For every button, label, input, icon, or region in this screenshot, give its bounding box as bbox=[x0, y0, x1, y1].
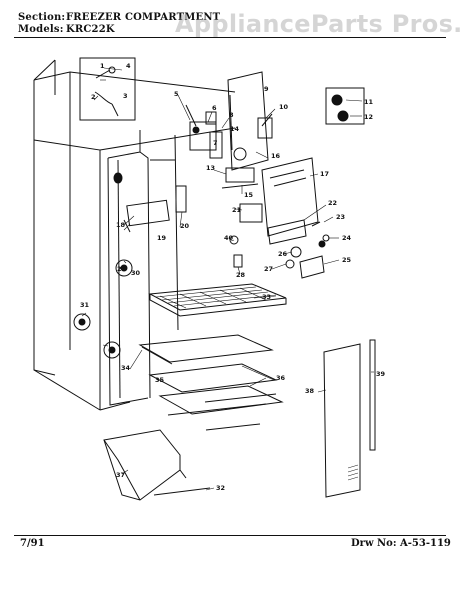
callout-1: 1 bbox=[100, 62, 105, 70]
callout-39: 39 bbox=[376, 370, 386, 378]
rear-panel bbox=[323, 339, 376, 498]
callout-25: 25 bbox=[342, 256, 352, 264]
watermark-logo: ApplianceParts Pros.com bbox=[175, 10, 463, 38]
callout-10: 10 bbox=[279, 103, 289, 111]
callout-23: 23 bbox=[336, 213, 345, 221]
cabinet-frame bbox=[33, 59, 236, 411]
evaporator-cover bbox=[261, 157, 319, 237]
callout-16: 16 bbox=[271, 152, 281, 160]
callout-38: 38 bbox=[305, 387, 315, 395]
footer-drawing-number: Drw No: A-53-119 bbox=[351, 538, 451, 549]
callout-13: 13 bbox=[206, 164, 215, 172]
callout-2: 2 bbox=[91, 93, 96, 101]
callout-34: 34 bbox=[121, 364, 131, 372]
fan-bracket bbox=[221, 71, 269, 189]
callout-26: 26 bbox=[278, 250, 288, 258]
callout-28: 28 bbox=[236, 271, 246, 279]
callout-9: 9 bbox=[264, 85, 269, 93]
callout-32: 32 bbox=[216, 484, 225, 492]
control-housing bbox=[185, 104, 223, 159]
models-key: Models: bbox=[18, 24, 64, 35]
callout-31: 31 bbox=[80, 301, 90, 309]
knob-inset bbox=[325, 87, 365, 125]
glass-shelves bbox=[138, 334, 284, 431]
bracket-assembly bbox=[239, 203, 330, 245]
footer-date: 7/91 bbox=[20, 538, 45, 549]
callout-35: 35 bbox=[155, 376, 165, 384]
section-line: Section:FREEZER COMPARTMENT bbox=[18, 12, 220, 23]
callout-18: 18 bbox=[116, 221, 126, 229]
fastener-parts bbox=[73, 259, 133, 359]
callout-20: 20 bbox=[180, 222, 190, 230]
callout-7: 7 bbox=[213, 139, 218, 147]
callout-19: 19 bbox=[157, 234, 167, 242]
callout-33: 33 bbox=[262, 293, 271, 301]
callout-14: 14 bbox=[230, 125, 240, 133]
freezer-bin bbox=[103, 429, 211, 501]
callout-17: 17 bbox=[320, 170, 329, 178]
callout-4: 4 bbox=[126, 62, 131, 70]
callout-15: 15 bbox=[244, 191, 254, 199]
callout-8: 8 bbox=[229, 111, 234, 119]
callout-24: 24 bbox=[342, 234, 352, 242]
models-line: Models:KRC22K bbox=[18, 24, 115, 35]
callout-36: 36 bbox=[276, 374, 286, 382]
wire-shelf bbox=[148, 283, 287, 317]
callout-21: 21 bbox=[232, 206, 242, 214]
fan-blade-part bbox=[257, 113, 273, 139]
leader-lines bbox=[81, 67, 374, 491]
callout-27: 27 bbox=[264, 265, 273, 273]
callout-3: 3 bbox=[123, 92, 128, 100]
callout-30: 30 bbox=[131, 269, 141, 277]
callout-12: 12 bbox=[364, 113, 373, 121]
hardware-parts bbox=[229, 235, 326, 279]
section-value: FREEZER COMPARTMENT bbox=[66, 12, 221, 23]
callout-22: 22 bbox=[328, 199, 337, 207]
callout-5: 5 bbox=[174, 90, 179, 98]
section-key: Section: bbox=[18, 12, 66, 23]
models-value: KRC22K bbox=[66, 24, 115, 35]
light-housing bbox=[123, 185, 187, 233]
callout-40: 40 bbox=[224, 234, 234, 242]
callout-11: 11 bbox=[364, 98, 374, 106]
callout-29: 29 bbox=[117, 265, 127, 273]
callout-6: 6 bbox=[212, 104, 217, 112]
callout-37: 37 bbox=[116, 471, 125, 479]
footer-rule bbox=[14, 535, 446, 536]
thermostat-inset bbox=[79, 57, 136, 121]
header-rule bbox=[14, 37, 446, 38]
